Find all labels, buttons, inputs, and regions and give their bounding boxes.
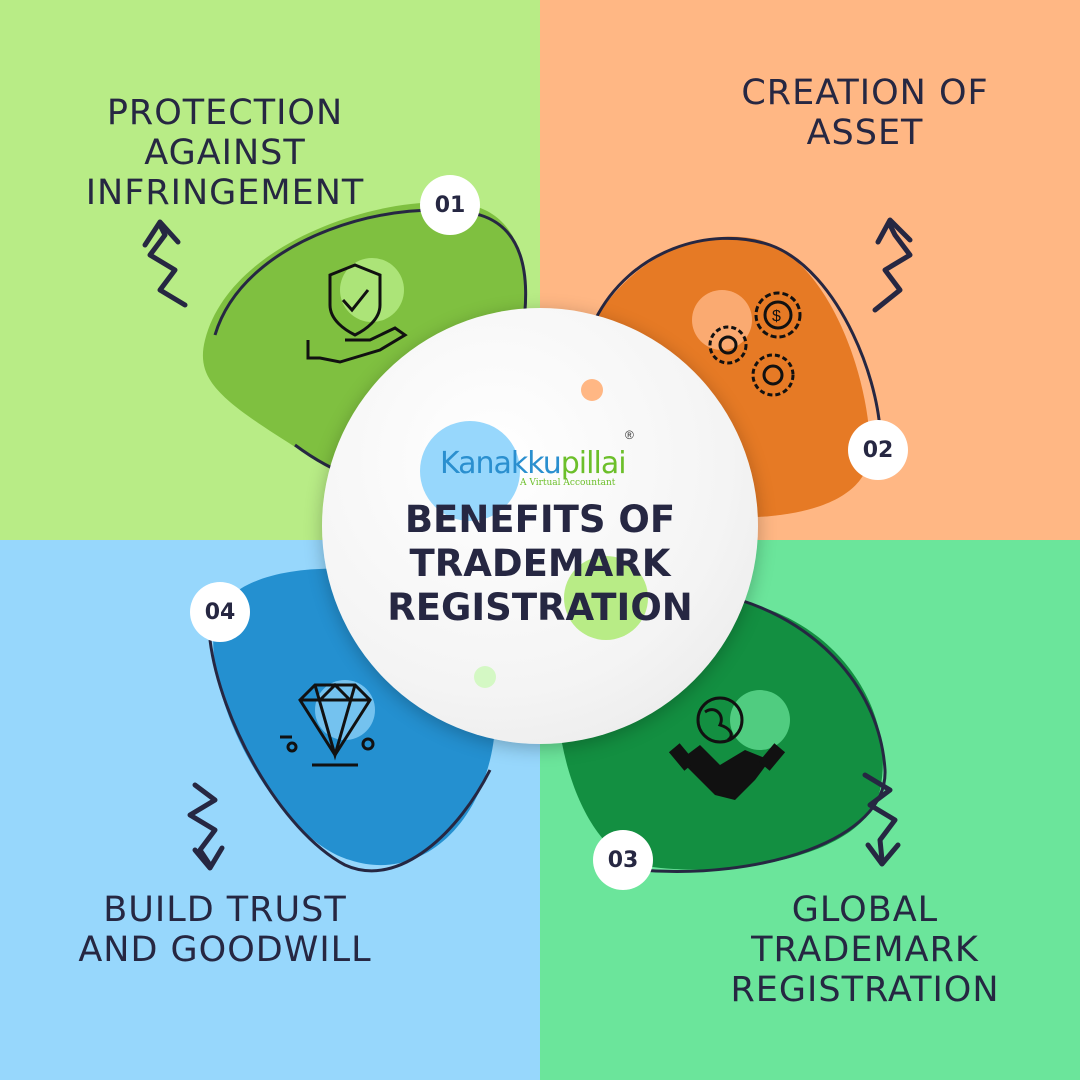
logo-tagline: A Virtual Accountant <box>520 478 616 488</box>
page-title: BENEFITS OF TRADEMARK REGISTRATION <box>387 498 693 629</box>
arrowhead-1 <box>142 219 181 248</box>
arrowhead-2 <box>875 217 913 245</box>
squiggle-arrow-1 <box>147 222 188 308</box>
badge-02: 02 <box>848 420 908 480</box>
svg-text:$: $ <box>772 308 781 325</box>
logo-name: Kanakkupillai <box>440 446 627 481</box>
logo-registered-mark: ® <box>625 428 634 442</box>
center-circle <box>322 308 758 744</box>
squiggle-arrow-2 <box>872 222 913 313</box>
kanakkupillai-logo: Kanakkupillai A Virtual Accountant ® <box>440 428 640 490</box>
center-decoration <box>420 379 648 688</box>
badge-03: 03 <box>593 830 653 890</box>
globe-handshake-icon <box>668 696 786 800</box>
gears-dollar-icon: $ <box>708 291 802 397</box>
benefit-01-label: PROTECTION AGAINST INFRINGEMENT <box>85 93 365 213</box>
badge-01: 01 <box>420 175 480 235</box>
benefit-04-label: BUILD TRUST AND GOODWILL <box>78 890 372 970</box>
shield-hand-icon <box>306 263 408 364</box>
arrowhead-4 <box>192 845 225 871</box>
benefit-02-label: CREATION OF ASSET <box>741 73 989 153</box>
squiggle-arrow-4 <box>187 782 218 868</box>
squiggle-arrow-3 <box>862 772 898 863</box>
arrowhead-3 <box>865 842 901 867</box>
benefit-03-label: GLOBAL TRADEMARK REGISTRATION <box>730 890 1000 1010</box>
diamond-icon <box>280 682 375 767</box>
badge-04: 04 <box>190 582 250 642</box>
